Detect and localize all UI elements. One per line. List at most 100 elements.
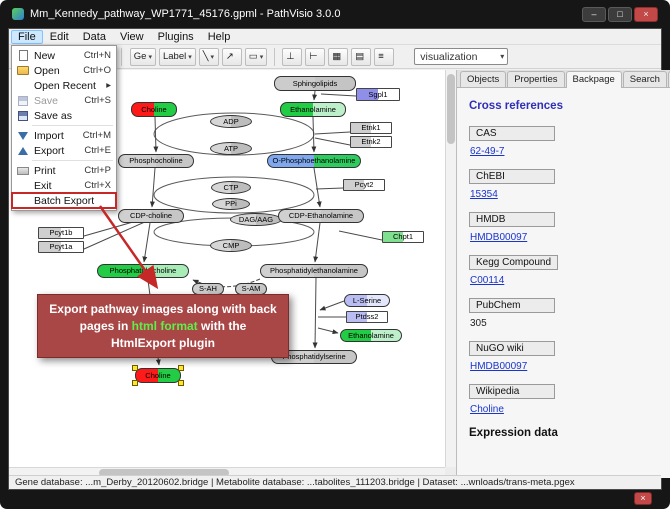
pathway-edge[interactable] (149, 167, 156, 208)
pathway-node-phosphatidylethanolamine[interactable]: Phosphatidylethanolamine (260, 264, 368, 278)
selection-handle[interactable] (132, 379, 138, 386)
pathway-edge[interactable] (314, 137, 351, 146)
selection-handle[interactable] (178, 364, 184, 371)
saveas-glyph-icon (18, 110, 28, 121)
pathway-node-ethanolamine-top[interactable]: Ethanolamine (280, 101, 346, 117)
pathway-node-pcyt1a[interactable]: Pcyt1a (38, 241, 84, 253)
pathway-node-cdp-choline[interactable]: CDP-choline (118, 209, 184, 223)
menubar-item-plugins[interactable]: Plugins (157, 30, 194, 43)
tab-legend[interactable]: Legend (667, 71, 670, 87)
save-glyph-icon (18, 95, 28, 106)
pathway-node-o-phosphoethanolamine[interactable]: O-Phosphoethanolamine (267, 154, 361, 168)
stack-button[interactable]: ≡ (374, 47, 395, 66)
common-height-button[interactable]: ▤ (351, 47, 372, 66)
pathway-edge[interactable] (317, 327, 339, 335)
selection-handle[interactable] (132, 364, 138, 371)
pathway-edge[interactable] (313, 222, 321, 263)
player-close-button[interactable]: × (634, 492, 652, 505)
reaction-arc[interactable] (153, 176, 315, 214)
pathway-node-pcyt1b[interactable]: Pcyt1b (38, 227, 84, 239)
maximize-button[interactable]: □ (608, 6, 632, 22)
backpage-value-nugo-wiki[interactable]: HMDB00097 (470, 361, 528, 372)
pathway-node-phosphatidylcholine[interactable]: Phosphatidylcholine (97, 264, 189, 278)
file-menu-item-batch-export[interactable]: Batch Export (11, 192, 117, 209)
pathway-edge[interactable] (314, 131, 351, 135)
pathway-node-atp[interactable]: ATP (210, 141, 252, 155)
pathway-node-ctp[interactable]: CTP (211, 180, 251, 194)
pathway-edge[interactable] (153, 116, 159, 153)
pathway-node-choline-bottom[interactable]: Choline (135, 367, 181, 383)
menubar-item-edit[interactable]: Edit (49, 30, 69, 43)
tab-search[interactable]: Search (622, 71, 667, 87)
scrollbar-thumb[interactable] (99, 469, 229, 477)
horizontal-scrollbar[interactable] (9, 467, 445, 478)
shape-tool-dropdown[interactable]: ▭▾ (244, 47, 268, 66)
datanode-type-dropdown[interactable]: Ge▾ (129, 47, 156, 66)
pathway-node-ethanolamine-bottom[interactable]: Ethanolamine (340, 328, 402, 342)
selection-handle[interactable] (178, 379, 184, 386)
backpage-value-kegg-compound[interactable]: C00114 (470, 275, 505, 286)
vertical-scrollbar[interactable] (445, 70, 456, 467)
pathway-node-pcyt2[interactable]: Pcyt2 (343, 179, 385, 191)
menubar-item-data[interactable]: Data (82, 30, 106, 43)
backpage-value-cas[interactable]: 62-49-7 (470, 146, 505, 157)
scrollbar-thumb[interactable] (447, 74, 455, 144)
pathway-node-adp[interactable]: ADP (210, 114, 252, 128)
pathway-node-etnk2[interactable]: Etnk2 (350, 136, 392, 148)
backpage-value-hmdb[interactable]: HMDB00097 (470, 232, 528, 243)
backpage-value-wikipedia[interactable]: Choline (470, 404, 504, 415)
menu-bar: File Edit Data View Plugins Help (9, 29, 661, 45)
pathway-edge[interactable] (319, 300, 345, 311)
pathway-node-etnk1[interactable]: Etnk1 (350, 122, 392, 134)
tab-backpage[interactable]: Backpage (565, 71, 622, 88)
pathway-edge[interactable] (313, 167, 322, 208)
pathway-edge[interactable] (142, 222, 151, 263)
pathway-node-ppi[interactable]: PPi (212, 198, 250, 210)
pathway-node-cmp[interactable]: CMP (210, 238, 252, 252)
menubar-item-view[interactable]: View (119, 30, 144, 43)
tab-objects[interactable]: Objects (460, 71, 507, 87)
file-menu-item-open-recent[interactable]: Open Recent▸ (12, 78, 116, 93)
pathway-edge[interactable] (312, 90, 318, 101)
pathway-edge[interactable] (192, 278, 261, 288)
file-menu-item-save-as[interactable]: Save as (12, 108, 116, 123)
pathway-node-choline-top[interactable]: Choline (131, 101, 177, 117)
pathway-edge[interactable] (311, 116, 317, 153)
close-button[interactable]: × (634, 6, 658, 22)
pathway-edge[interactable] (312, 277, 318, 349)
graphical-line-tool[interactable]: ↗ (221, 47, 242, 66)
pathway-node-dag-aag[interactable]: DAG/AAG (230, 212, 282, 226)
pathway-node-ptdss2[interactable]: Ptdss2 (346, 311, 388, 323)
tab-properties[interactable]: Properties (507, 71, 565, 87)
menubar-item-file[interactable]: File (11, 29, 43, 44)
pathway-edge[interactable] (338, 230, 383, 241)
pathway-edge[interactable] (315, 187, 344, 190)
minimize-button[interactable]: – (582, 6, 606, 22)
visualization-combobox[interactable]: visualization ▾ (414, 48, 509, 65)
common-width-button[interactable]: ▦ (328, 47, 349, 66)
pathway-edge[interactable] (83, 220, 148, 250)
backpage-value-chebi[interactable]: 15354 (470, 189, 498, 200)
menubar-item-help[interactable]: Help (207, 30, 231, 43)
line-tool-dropdown[interactable]: ╲▾ (198, 47, 219, 66)
pathway-node-sphingolipids[interactable]: Sphingolipids (274, 75, 356, 91)
align-center-x-button[interactable]: ⊥ (282, 47, 303, 66)
pathway-edge[interactable] (320, 93, 357, 97)
menu-item-label: Save (34, 94, 58, 107)
reaction-arc[interactable] (153, 112, 315, 156)
align-center-y-button[interactable]: ⊢ (305, 47, 326, 66)
label-tool-dropdown[interactable]: Label▾ (158, 47, 196, 66)
pathway-node-phosphocholine[interactable]: Phosphocholine (118, 154, 194, 168)
pathway-node-l-serine[interactable]: L-Serine (344, 293, 390, 307)
pathway-node-sgpl1[interactable]: Sgpl1 (356, 87, 400, 101)
pathway-node-chpt1[interactable]: Chpt1 (382, 231, 424, 243)
pathway-node-cdp-ethanolamine[interactable]: CDP-Ethanolamine (278, 209, 364, 223)
